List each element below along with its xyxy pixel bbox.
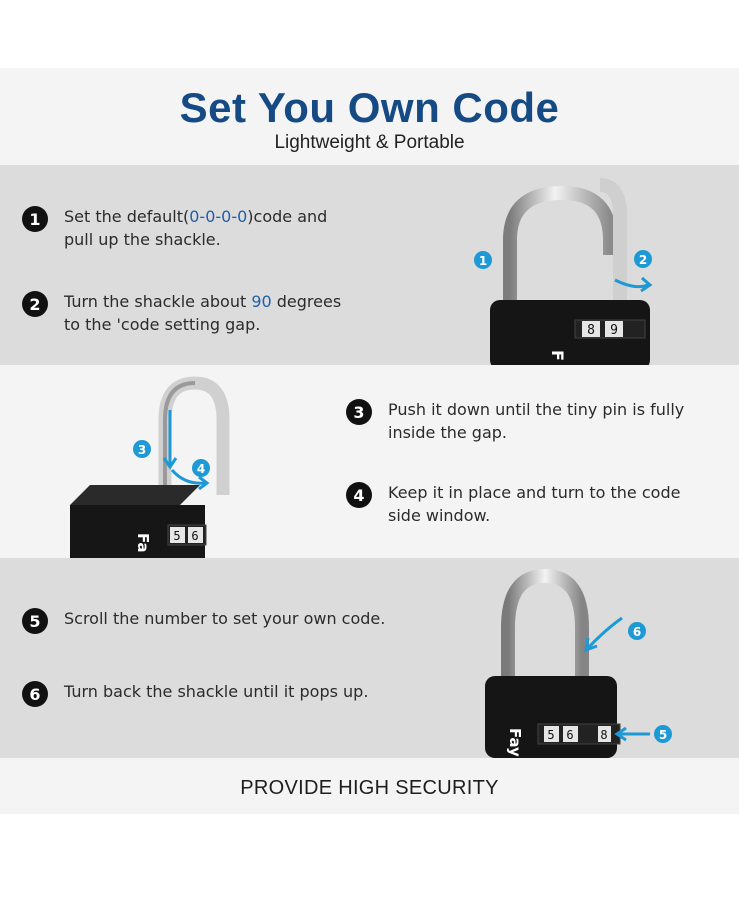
- page-title: Set You Own Code: [179, 84, 560, 131]
- default-code: 0-0-0-0: [189, 207, 248, 226]
- step-text: Push it down until the tiny pin is fully…: [388, 400, 685, 442]
- step-3: 3 Push it down until the tiny pin is ful…: [346, 398, 684, 444]
- svg-text:8: 8: [587, 323, 595, 338]
- section-steps-1-2: 1 Set the default(0-0-0-0)code and pull …: [0, 165, 739, 365]
- padlock-illustration-3: 5 6 8 Fay 6 5: [485, 568, 672, 758]
- marker-5-icon: [654, 725, 672, 743]
- lock-body: [490, 300, 650, 365]
- shackle-raised: [599, 178, 627, 315]
- step-text: Keep it in place and turn to the code si…: [388, 483, 681, 525]
- brand-text: Fay: [506, 728, 524, 757]
- section-steps-3-4: 5 6 Fa 3 4 3 Push it down until the tiny…: [0, 365, 739, 558]
- footer-tagline: PROVIDE HIGH SECURITY: [240, 777, 499, 799]
- svg-text:8: 8: [600, 728, 607, 742]
- svg-text:4: 4: [197, 462, 205, 476]
- svg-text:6: 6: [566, 728, 573, 742]
- svg-text:5: 5: [547, 728, 554, 742]
- header-banner: Set You Own Code Lightweight & Portable: [0, 68, 739, 165]
- brand-text: F: [548, 350, 567, 361]
- step-1: 1 Set the default(0-0-0-0)code and pull …: [22, 205, 327, 251]
- step-number-badge: 1: [22, 206, 48, 232]
- page-subtitle: Lightweight & Portable: [274, 132, 465, 153]
- brand-text: Fa: [134, 533, 152, 553]
- step-2: 2 Turn the shackle about 90 degrees to t…: [22, 290, 341, 336]
- svg-text:1: 1: [479, 254, 487, 268]
- padlock-illustration-2: 5 6 Fa 3 4: [70, 376, 230, 558]
- step-text: Turn back the shackle until it pops up.: [64, 682, 369, 701]
- step-text: Scroll the number to set your own code.: [64, 609, 386, 628]
- step-number-badge: 4: [346, 482, 372, 508]
- svg-text:6: 6: [191, 529, 198, 543]
- rotate-arrow-icon: [614, 278, 649, 289]
- svg-text:5: 5: [659, 728, 667, 742]
- step-6: 6 Turn back the shackle until it pops up…: [22, 680, 368, 707]
- step-number-badge: 5: [22, 608, 48, 634]
- dial-digit: [605, 321, 623, 337]
- lock-top: [70, 485, 200, 505]
- lock-body: [485, 676, 617, 758]
- dial-digit: [582, 321, 600, 337]
- marker-4-icon: [192, 459, 210, 477]
- padlock-illustration-1: 8 9 F 1 2: [474, 178, 653, 365]
- step-text: Set the default(0-0-0-0)code and pull up…: [64, 207, 328, 249]
- marker-2-icon: [634, 250, 652, 268]
- step-5: 5 Scroll the number to set your own code…: [22, 607, 385, 634]
- svg-text:6: 6: [633, 625, 641, 639]
- shackle: [501, 568, 589, 686]
- marker-1-icon: [474, 251, 492, 269]
- marker-3-icon: [133, 440, 151, 458]
- turn-back-arrow-icon: [586, 616, 623, 650]
- svg-text:2: 2: [639, 253, 647, 267]
- step-number-badge: 2: [22, 291, 48, 317]
- step-number-badge: 6: [22, 681, 48, 707]
- marker-6-icon: [628, 622, 646, 640]
- step-text: Turn the shackle about 90 degrees to the…: [64, 292, 342, 334]
- svg-text:9: 9: [610, 323, 618, 338]
- svg-text:5: 5: [173, 529, 180, 543]
- footer-banner: PROVIDE HIGH SECURITY: [0, 758, 739, 814]
- svg-text:3: 3: [138, 443, 146, 457]
- section-steps-5-6: 5 Scroll the number to set your own code…: [0, 558, 739, 758]
- step-4: 4 Keep it in place and turn to the code …: [346, 481, 680, 527]
- shackle: [503, 185, 617, 305]
- turn-arrow-icon: [170, 468, 206, 485]
- rotation-degrees: 90: [251, 292, 272, 311]
- step-number-badge: 3: [346, 399, 372, 425]
